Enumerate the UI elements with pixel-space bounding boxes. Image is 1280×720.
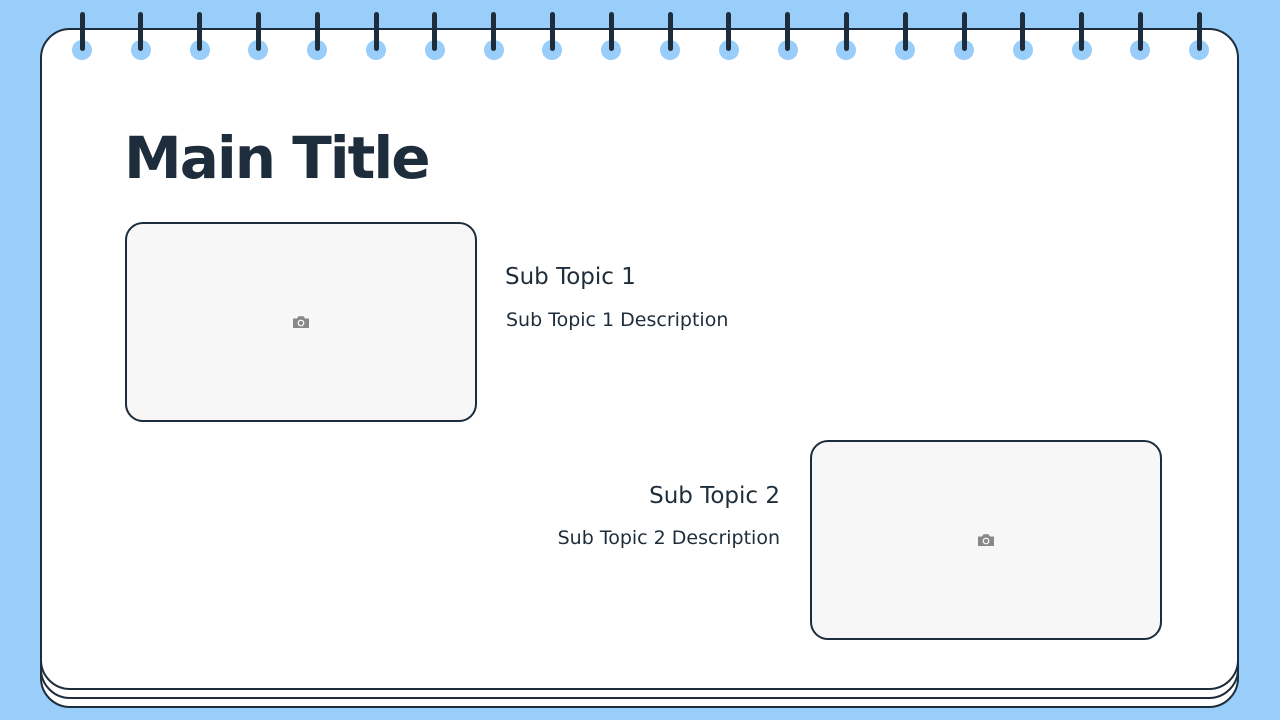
binding-ring — [549, 12, 555, 51]
binding-ring — [1079, 12, 1085, 51]
binding-ring — [843, 12, 849, 51]
binding-ring — [1137, 12, 1143, 51]
binding-ring — [138, 12, 144, 51]
main-title[interactable]: Main Title — [124, 124, 431, 192]
binding-ring — [432, 12, 438, 51]
image-placeholder-2[interactable] — [810, 440, 1162, 640]
sub-topic-1-description[interactable]: Sub Topic 1 Description — [506, 309, 729, 331]
binding-ring — [255, 12, 261, 51]
camera-icon — [978, 534, 994, 546]
binding-ring — [373, 12, 379, 51]
binding-ring — [79, 12, 85, 51]
binding-ring — [608, 12, 614, 51]
binding-ring — [314, 12, 320, 51]
sub-topic-2-description[interactable]: Sub Topic 2 Description — [557, 527, 780, 549]
binding-ring — [197, 12, 203, 51]
sub-topic-1-title[interactable]: Sub Topic 1 — [505, 264, 636, 290]
binding-ring — [726, 12, 732, 51]
binding-ring — [961, 12, 967, 51]
binding-ring — [667, 12, 673, 51]
camera-icon — [293, 316, 309, 328]
binding-ring — [491, 12, 497, 51]
binding-ring — [1020, 12, 1026, 51]
binding-ring — [902, 12, 908, 51]
binding-ring — [1196, 12, 1202, 51]
sub-topic-2-title[interactable]: Sub Topic 2 — [649, 483, 780, 509]
binding-ring — [785, 12, 791, 51]
image-placeholder-1[interactable] — [125, 222, 477, 422]
